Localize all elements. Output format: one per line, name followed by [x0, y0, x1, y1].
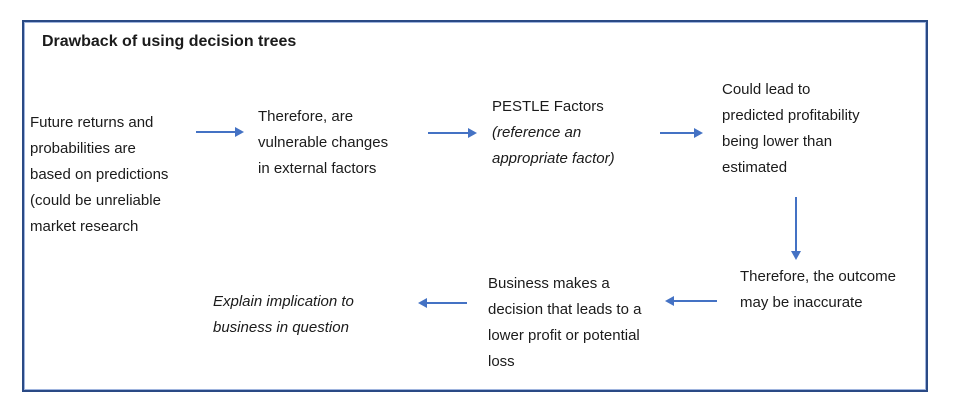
text-line: based on predictions — [30, 166, 169, 183]
node-pestle-factors: PESTLE Factors (reference an appropriate… — [492, 94, 615, 172]
text-line: being lower than — [722, 133, 833, 150]
text-line: appropriate factor) — [492, 150, 615, 167]
text-line: decision that leads to a — [488, 301, 642, 318]
text-line: (could be unreliable — [30, 192, 161, 209]
arrow-left-icon-2 — [418, 298, 467, 308]
node-explain-implication: Explain implication to business in quest… — [213, 289, 354, 341]
diagram-frame — [22, 20, 928, 392]
text-line: Explain implication to — [213, 293, 354, 310]
text-line: PESTLE Factors — [492, 98, 604, 115]
diagram-title: Drawback of using decision trees — [42, 33, 297, 50]
text-line: in external factors — [258, 160, 377, 177]
text-line: estimated — [722, 159, 788, 176]
text-line: (reference an — [492, 124, 582, 141]
node-business-decision: Business makes a decision that leads to … — [488, 271, 641, 375]
text-line: probabilities are — [30, 140, 136, 157]
text-line: lower profit or potential — [488, 327, 640, 344]
text-line: predicted profitability — [722, 107, 860, 124]
arrow-down-icon — [791, 197, 801, 260]
text-line: market research — [30, 218, 139, 235]
text-line: vulnerable changes — [258, 134, 389, 151]
node-inaccurate-outcome: Therefore, the outcome may be inaccurate — [740, 264, 896, 316]
node-external-factors: Therefore, are vulnerable changes in ext… — [258, 104, 388, 182]
text-line: Therefore, are — [258, 108, 354, 125]
text-line: loss — [488, 353, 515, 370]
text-line: may be inaccurate — [740, 294, 863, 311]
text-line: Business makes a — [488, 275, 610, 292]
arrow-right-icon-2 — [428, 128, 477, 138]
arrow-left-icon-1 — [665, 296, 717, 306]
text-line: business in question — [213, 319, 349, 336]
arrow-right-icon-3 — [660, 128, 703, 138]
text-line: Therefore, the outcome — [740, 268, 896, 285]
node-future-returns: Future returns and probabilities are bas… — [30, 110, 168, 240]
text-line: Future returns and — [30, 114, 154, 131]
node-predicted-profitability: Could lead to predicted profitability be… — [722, 77, 860, 181]
arrow-right-icon-1 — [196, 127, 244, 137]
text-line: Could lead to — [722, 81, 811, 98]
